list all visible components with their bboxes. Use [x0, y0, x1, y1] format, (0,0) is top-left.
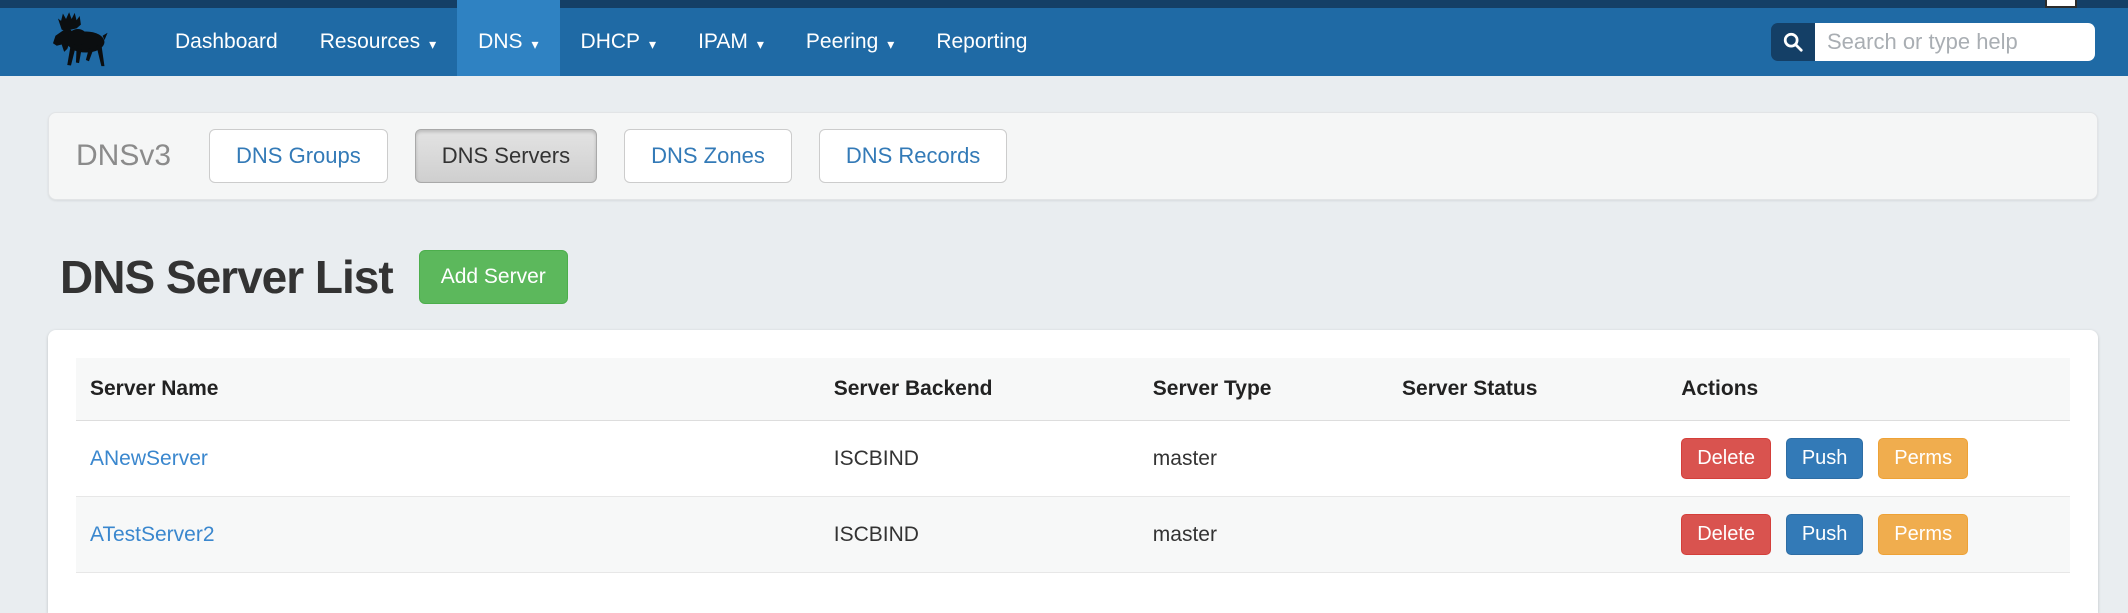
page-title: DNS Server List: [60, 251, 394, 303]
add-server-button[interactable]: Add Server: [418, 250, 568, 304]
chevron-down-icon: ▾: [756, 35, 764, 52]
delete-button[interactable]: Delete: [1681, 514, 1771, 555]
column-header-server-type: Server Type: [1138, 358, 1389, 421]
nav-item-dhcp[interactable]: DHCP ▾: [560, 8, 678, 76]
chevron-down-icon: ▾: [887, 35, 895, 52]
nav-menu: Dashboard Resources ▾ DNS ▾ DHCP ▾ IPAM …: [154, 8, 1048, 76]
dns-servers-button[interactable]: DNS Servers: [414, 129, 598, 183]
nav-item-label: Peering: [805, 30, 879, 53]
server-backend-cell: ISCBIND: [819, 420, 1139, 497]
nav-item-label: Resources: [319, 30, 421, 53]
dns-groups-button[interactable]: DNS Groups: [209, 129, 388, 183]
server-status-cell: [1388, 420, 1668, 497]
nav-item-ipam[interactable]: IPAM ▾: [677, 8, 785, 76]
page-header: DNS Server List Add Server: [60, 250, 2098, 304]
nav-item-peering[interactable]: Peering ▾: [785, 8, 915, 76]
search-icon[interactable]: [1771, 23, 1815, 61]
dns-records-button[interactable]: DNS Records: [818, 129, 1008, 183]
page-content: DNSv3 DNS Groups DNS Servers DNS Zones D…: [0, 112, 2128, 613]
server-type-cell: master: [1138, 420, 1389, 497]
nav-item-resources[interactable]: Resources ▾: [299, 8, 457, 76]
nav-item-dashboard[interactable]: Dashboard: [154, 8, 299, 76]
top-strip-notch: [2045, 0, 2077, 8]
nav-item-label: DNS: [478, 30, 523, 53]
server-name-link[interactable]: ANewServer: [90, 446, 208, 470]
nav-item-label: IPAM: [698, 30, 748, 53]
nav-item-label: Reporting: [936, 30, 1028, 53]
server-table-panel: Server Name Server Backend Server Type S…: [48, 330, 2098, 613]
server-table: Server Name Server Backend Server Type S…: [76, 358, 2070, 573]
actions-cell: Delete Push Perms: [1667, 496, 2070, 573]
server-name-link[interactable]: ATestServer2: [90, 522, 215, 546]
chevron-down-icon: ▾: [531, 35, 539, 52]
chevron-down-icon: ▾: [429, 35, 437, 52]
moose-icon: [53, 12, 108, 67]
push-button[interactable]: Push: [1785, 514, 1864, 555]
column-header-server-name: Server Name: [76, 358, 820, 421]
nav-item-label: DHCP: [580, 30, 641, 53]
push-button[interactable]: Push: [1785, 438, 1864, 479]
actions-cell: Delete Push Perms: [1667, 420, 2070, 497]
main-navbar: Dashboard Resources ▾ DNS ▾ DHCP ▾ IPAM …: [0, 8, 2128, 76]
column-header-server-status: Server Status: [1388, 358, 1668, 421]
table-row: ANewServer ISCBIND master Delete Push Pe…: [76, 420, 2070, 497]
nav-item-reporting[interactable]: Reporting: [915, 8, 1048, 76]
dns-zones-button[interactable]: DNS Zones: [624, 129, 792, 183]
column-header-server-backend: Server Backend: [819, 358, 1139, 421]
table-header-row: Server Name Server Backend Server Type S…: [76, 358, 2070, 421]
perms-button[interactable]: Perms: [1878, 514, 1969, 555]
nav-item-label: Dashboard: [175, 30, 278, 53]
server-name-cell: ANewServer: [76, 420, 820, 497]
chevron-down-icon: ▾: [649, 35, 657, 52]
server-backend-cell: ISCBIND: [819, 496, 1139, 573]
column-header-actions: Actions: [1667, 358, 2070, 421]
dnsv3-label: DNSv3: [76, 139, 172, 172]
server-name-cell: ATestServer2: [76, 496, 820, 573]
server-status-cell: [1388, 496, 1668, 573]
top-strip: [0, 0, 2128, 8]
search-input[interactable]: [1815, 23, 2095, 61]
delete-button[interactable]: Delete: [1681, 438, 1771, 479]
moose-logo[interactable]: [44, 8, 124, 76]
table-row: ATestServer2 ISCBIND master Delete Push …: [76, 496, 2070, 573]
navbar-search: [1771, 23, 2095, 61]
perms-button[interactable]: Perms: [1878, 438, 1969, 479]
nav-item-dns[interactable]: DNS ▾: [457, 8, 560, 76]
dnsv3-subnav: DNSv3 DNS Groups DNS Servers DNS Zones D…: [48, 112, 2098, 200]
server-type-cell: master: [1138, 496, 1389, 573]
